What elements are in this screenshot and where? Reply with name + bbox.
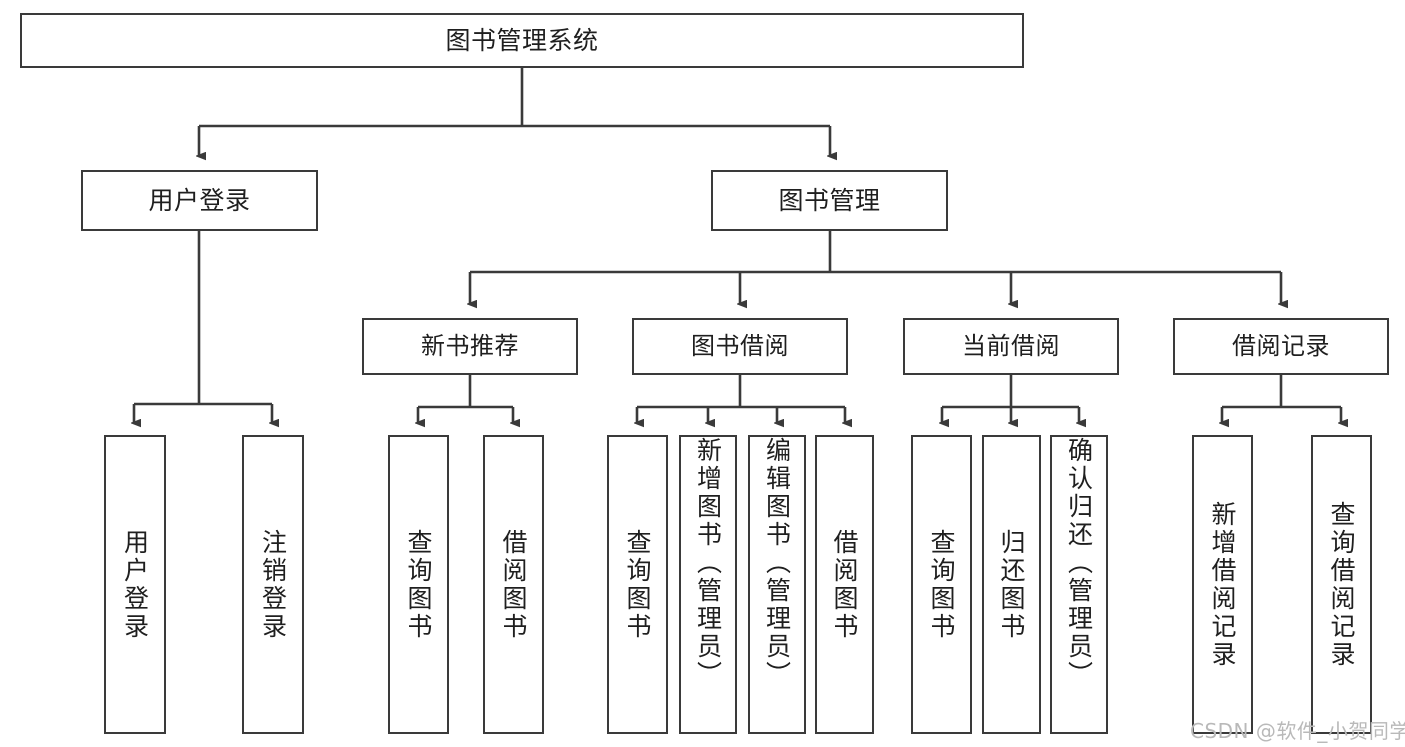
leaf-current-confirm-return-admin-label: 确认归还（管理员）	[1064, 437, 1094, 689]
leaf-current-return-book[interactable]: 归还图书	[982, 435, 1041, 734]
leaf-current-query-book[interactable]: 查询图书	[911, 435, 972, 734]
leaf-borrow-borrow-book[interactable]: 借阅图书	[815, 435, 874, 734]
node-book-management-label: 图书管理	[778, 185, 881, 215]
leaf-record-add-record[interactable]: 新增借阅记录	[1192, 435, 1253, 734]
node-user-login[interactable]: 用户登录	[81, 170, 318, 231]
leaf-borrow-borrow-book-label: 借阅图书	[830, 528, 859, 641]
leaf-record-query-record[interactable]: 查询借阅记录	[1311, 435, 1372, 734]
leaf-borrow-edit-book-admin[interactable]: 编辑图书（管理员）	[748, 435, 806, 734]
node-current-borrow-label: 当前借阅	[962, 332, 1060, 361]
leaf-record-query-record-label: 查询借阅记录	[1327, 500, 1356, 669]
node-root-label: 图书管理系统	[445, 25, 599, 55]
leaf-newbook-query-book[interactable]: 查询图书	[388, 435, 449, 734]
leaf-newbook-borrow-book-label: 借阅图书	[499, 528, 528, 641]
leaf-current-return-book-label: 归还图书	[997, 528, 1026, 641]
leaf-borrow-add-book-admin[interactable]: 新增图书（管理员）	[679, 435, 737, 734]
leaf-borrow-add-book-admin-label: 新增图书（管理员）	[693, 437, 723, 689]
leaf-user-login-signin-label: 用户登录	[120, 528, 150, 641]
node-new-book-recommend[interactable]: 新书推荐	[362, 318, 578, 375]
leaf-borrow-edit-book-admin-label: 编辑图书（管理员）	[762, 437, 792, 689]
node-book-borrow-label: 图书借阅	[691, 332, 789, 361]
leaf-borrow-query-book-label: 查询图书	[623, 528, 652, 641]
leaf-borrow-query-book[interactable]: 查询图书	[607, 435, 668, 734]
node-current-borrow[interactable]: 当前借阅	[903, 318, 1119, 375]
leaf-current-query-book-label: 查询图书	[927, 528, 956, 641]
leaf-record-add-record-label: 新增借阅记录	[1208, 500, 1237, 669]
node-book-management[interactable]: 图书管理	[711, 170, 948, 231]
node-user-login-label: 用户登录	[148, 185, 251, 215]
leaf-user-login-signout-label: 注销登录	[258, 528, 288, 641]
node-borrow-record[interactable]: 借阅记录	[1173, 318, 1389, 375]
node-root[interactable]: 图书管理系统	[20, 13, 1024, 68]
leaf-user-login-signin[interactable]: 用户登录	[104, 435, 166, 734]
csdn-watermark: CSDN @软件_小贺同学	[1190, 719, 1405, 743]
leaf-user-login-signout[interactable]: 注销登录	[242, 435, 304, 734]
node-new-book-recommend-label: 新书推荐	[421, 332, 519, 361]
leaf-current-confirm-return-admin[interactable]: 确认归还（管理员）	[1050, 435, 1108, 734]
node-book-borrow[interactable]: 图书借阅	[632, 318, 848, 375]
node-borrow-record-label: 借阅记录	[1232, 332, 1330, 361]
leaf-newbook-query-book-label: 查询图书	[404, 528, 433, 641]
leaf-newbook-borrow-book[interactable]: 借阅图书	[483, 435, 544, 734]
